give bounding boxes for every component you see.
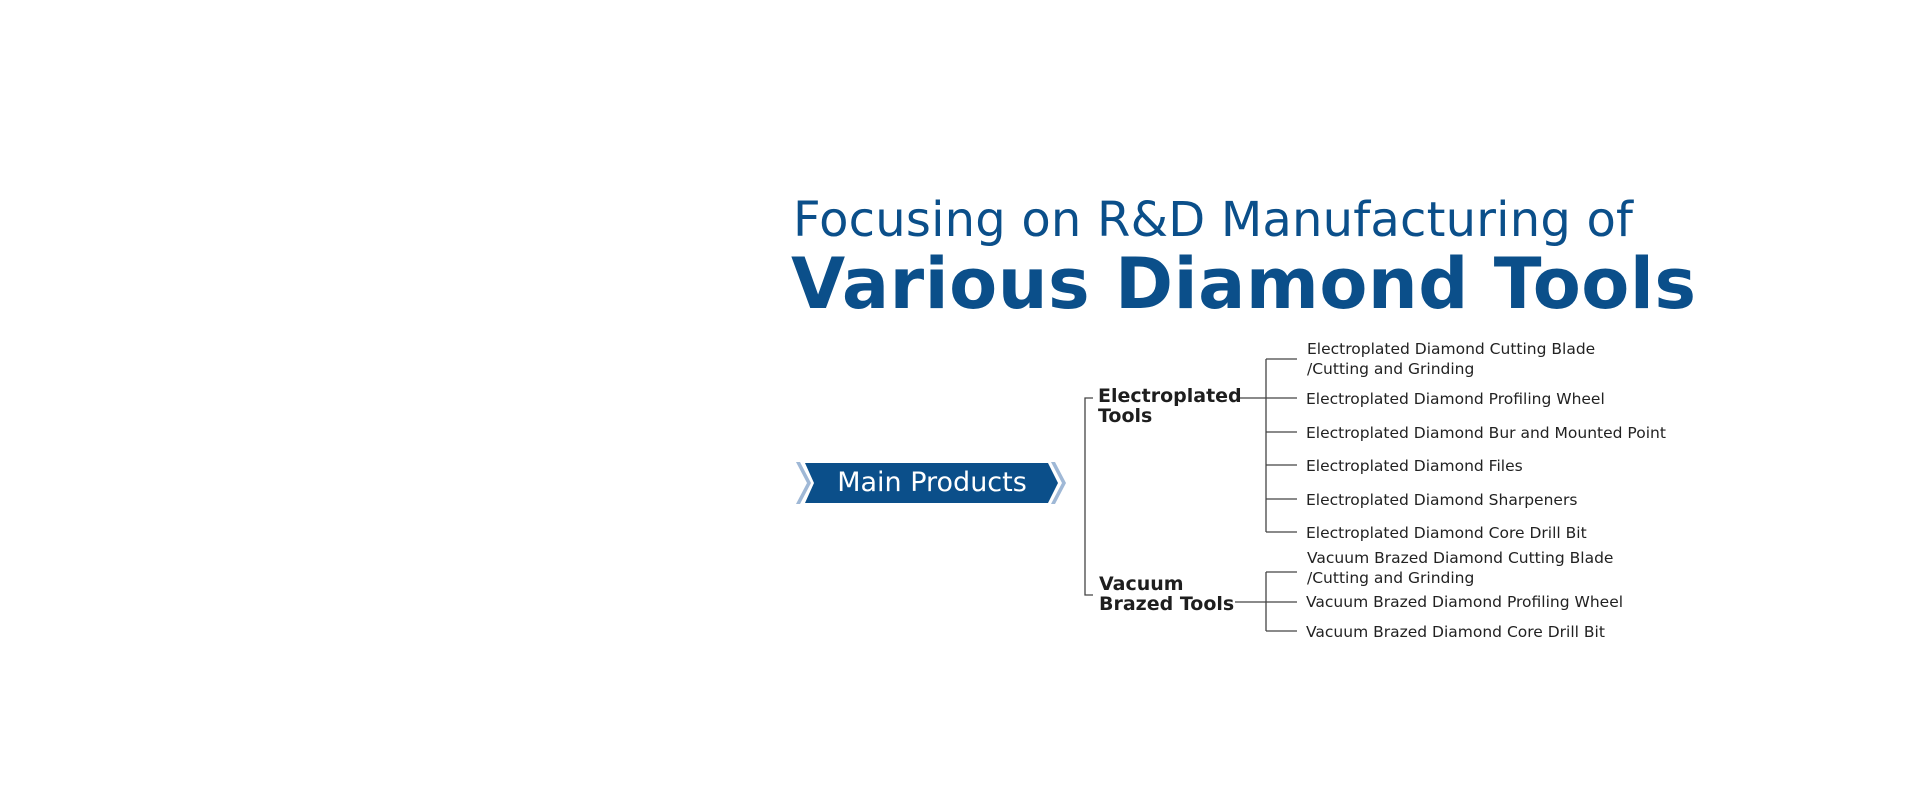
- category-label-line-1: Vacuum: [1099, 573, 1184, 595]
- headline-line-1: Focusing on R&D Manufacturing of: [793, 192, 1634, 248]
- item-label: Vacuum Brazed Diamond Profiling Wheel: [1306, 593, 1624, 611]
- list-item: Electroplated Diamond Files: [1306, 456, 1523, 476]
- category-label-line-2: Tools: [1098, 405, 1153, 427]
- list-item: Vacuum Brazed Diamond Cutting Blade /Cut…: [1307, 548, 1613, 588]
- list-item: Electroplated Diamond Profiling Wheel: [1306, 389, 1605, 409]
- left-chevron-icon: [796, 462, 811, 504]
- item-label-line-1: Electroplated Diamond Cutting Blade: [1307, 340, 1596, 358]
- item-label: Electroplated Diamond Sharpeners: [1306, 491, 1578, 509]
- trunk-line: [1084, 397, 1093, 596]
- category-label-line-2: Brazed Tools: [1099, 593, 1235, 615]
- item-label: Electroplated Diamond Profiling Wheel: [1306, 390, 1605, 408]
- item-label: Electroplated Diamond Files: [1306, 457, 1523, 475]
- category-label-line-1: Electroplated: [1098, 385, 1242, 407]
- list-item: Electroplated Diamond Bur and Mounted Po…: [1306, 423, 1666, 443]
- badge-shape: [805, 463, 1058, 503]
- item-label: Electroplated Diamond Bur and Mounted Po…: [1306, 424, 1666, 442]
- list-item: Vacuum Brazed Diamond Core Drill Bit: [1306, 622, 1605, 642]
- chevron-arrow-icon: [796, 462, 1066, 504]
- category-electroplated-tools: Electroplated Tools: [1098, 386, 1242, 426]
- headline-line-2: Various Diamond Tools: [791, 243, 1697, 325]
- item-label-line-2: /Cutting and Grinding: [1307, 360, 1475, 378]
- list-item: Electroplated Diamond Sharpeners: [1306, 490, 1577, 510]
- item-label: Electroplated Diamond Core Drill Bit: [1306, 524, 1587, 542]
- item-label-line-2: /Cutting and Grinding: [1307, 569, 1475, 587]
- main-products-badge: Main Products: [796, 460, 1068, 506]
- main-products-label: Main Products: [837, 467, 1027, 498]
- list-item: Vacuum Brazed Diamond Profiling Wheel: [1306, 592, 1623, 612]
- category-vacuum-brazed-tools: Vacuum Brazed Tools: [1099, 574, 1234, 614]
- list-item: Electroplated Diamond Cutting Blade /Cut…: [1307, 339, 1595, 379]
- item-label: Vacuum Brazed Diamond Core Drill Bit: [1306, 623, 1605, 641]
- right-chevron-icon: [1051, 462, 1066, 504]
- item-label-line-1: Vacuum Brazed Diamond Cutting Blade: [1307, 549, 1614, 567]
- list-item: Electroplated Diamond Core Drill Bit: [1306, 523, 1587, 543]
